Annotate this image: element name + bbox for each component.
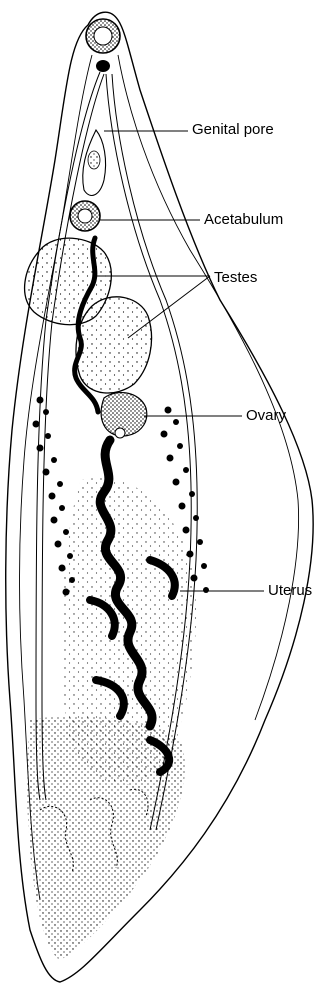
- label-genital-pore: Genital pore: [192, 122, 274, 137]
- pharynx: [96, 60, 110, 72]
- label-testes: Testes: [214, 270, 257, 285]
- label-uterus: Uterus: [268, 583, 312, 598]
- label-acetabulum: Acetabulum: [204, 212, 283, 227]
- label-ovary: Ovary: [246, 408, 286, 423]
